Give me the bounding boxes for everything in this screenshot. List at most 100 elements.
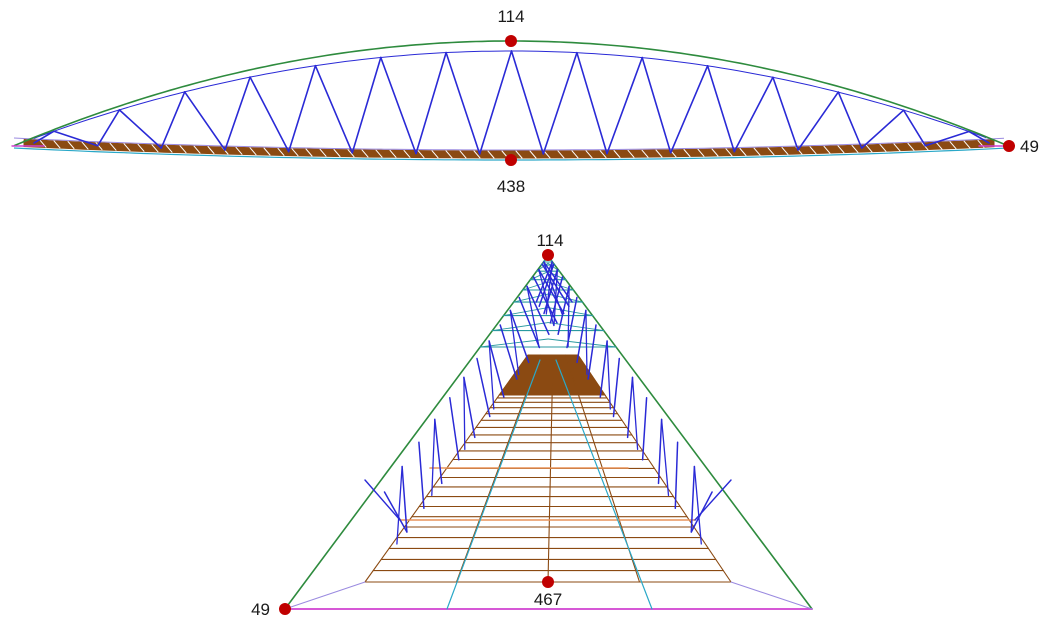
perspective-hanger [476, 357, 491, 418]
elevation-hanger [314, 64, 354, 154]
elevation-hanger [837, 91, 863, 149]
elevation-deck-stripe [249, 147, 257, 156]
perspective-hanger [674, 441, 679, 510]
elevation-deck-stripe [389, 149, 397, 158]
elevation-deck-stripe [319, 148, 327, 157]
perspective-hanger [566, 296, 578, 349]
elevation-deck-stripe [235, 146, 243, 155]
perspective-hanger [538, 268, 555, 327]
elevation-deck-stripe [697, 148, 705, 157]
elevation-hanger [160, 91, 186, 149]
perspective-hanger [364, 479, 401, 521]
elevation-hanger [96, 109, 121, 147]
elevation-deck-stripe [865, 144, 873, 153]
elevation-hanger [669, 65, 709, 154]
perspective-hanger [541, 263, 570, 308]
elevation-hanger [53, 130, 99, 147]
perspective-hanger [449, 397, 460, 461]
elevation-hanger [706, 65, 736, 153]
elevation-hanger [118, 109, 163, 149]
perspective-hanger [526, 285, 550, 336]
elevation-deck-stripe [907, 142, 915, 151]
perspective-node-labels: 114 49 467 [251, 231, 563, 619]
perspective-end-node-label: 49 [251, 600, 270, 619]
elevation-deck-stripe [67, 141, 75, 149]
perspective-hanger [418, 441, 425, 510]
elevation-hanger [772, 76, 799, 151]
elevation-deck-stripe [515, 150, 523, 159]
elevation-hanger [860, 109, 905, 149]
perspective-hanger [606, 340, 611, 410]
perspective-hanger [576, 309, 587, 364]
perspective-arch-right [547, 255, 813, 610]
elevation-hanger [902, 109, 927, 147]
perspective-hanger [543, 268, 559, 315]
perspective-hanger [557, 285, 570, 336]
perspective-hanger [641, 397, 648, 461]
elevation-deck-stripe [711, 148, 719, 157]
perspective-tie-right [555, 359, 653, 610]
elevation-deck-stripe [109, 142, 117, 151]
perspective-hanger [383, 491, 408, 533]
elevation-deck-stripe [767, 147, 775, 156]
perspective-top-node [542, 249, 554, 261]
perspective-deck-stringer [577, 354, 732, 583]
elevation-deck-stripe [123, 143, 131, 152]
elevation-deck-stripe [543, 150, 551, 159]
perspective-hanger [431, 418, 436, 497]
elevation-hanger [224, 76, 251, 151]
elevation-deck-stripe [683, 149, 691, 157]
elevation-deck-stripe [151, 144, 159, 153]
elevation-hanger [968, 130, 990, 144]
perspective-arch-left [284, 255, 549, 610]
elevation-top-node-label: 114 [497, 7, 524, 26]
elevation-deck-stripe [963, 140, 971, 149]
elevation-deck-stripe [165, 144, 173, 153]
perspective-hanger [499, 324, 518, 380]
elevation-deck-stripe [347, 149, 355, 158]
perspective-top-node-label: 114 [536, 231, 563, 250]
elevation-deck-stripe [375, 149, 383, 158]
elevation-hanger [379, 56, 417, 155]
elevation-hanger [445, 51, 481, 155]
elevation-hanger [287, 64, 317, 153]
perspective-hanger [509, 309, 530, 364]
perspective-view [284, 253, 813, 610]
perspective-hanger [463, 376, 466, 451]
elevation-deck-stripe [81, 141, 89, 150]
elevation-deck-stripe [613, 150, 621, 158]
elevation-bottom-node [505, 154, 517, 166]
elevation-hanger [415, 51, 447, 155]
elevation-hanger [183, 91, 226, 151]
perspective-lateral [284, 581, 366, 610]
elevation-deck-stripe [263, 147, 271, 156]
elevation-hanger [351, 56, 382, 154]
elevation-top-node [505, 35, 517, 47]
elevation-hanger [249, 76, 290, 153]
elevation-deck-stripe [95, 142, 103, 151]
perspective-hanger [693, 465, 702, 545]
elevation-deck-stripe [725, 148, 733, 157]
perspective-cross-brace [529, 271, 549, 281]
perspective-hanger [660, 418, 670, 497]
elevation-deck-stripe [879, 143, 887, 152]
perspective-hanger [509, 309, 520, 376]
elevation-deck-stripe [403, 149, 411, 158]
elevation-deck-stripe [333, 149, 341, 157]
elevation-deck-edge [13, 137, 1005, 151]
elevation-node-labels: 114 49 438 [497, 7, 1039, 196]
elevation-deck-stripe [809, 146, 817, 155]
elevation-deck-stripe [655, 149, 663, 158]
elevation-hanger [641, 56, 672, 154]
perspective-tie-left [446, 359, 541, 610]
elevation-deck-stripe [837, 145, 845, 154]
perspective-bottom-node-label: 467 [534, 590, 562, 609]
elevation-deck-stripe [39, 139, 47, 148]
elevation-deck-stripe [417, 150, 425, 159]
elevation-deck-stripe [431, 150, 439, 159]
elevation-deck-stripe [291, 148, 299, 157]
elevation-view [11, 40, 1010, 161]
elevation-deck-stripe [557, 150, 565, 159]
elevation-hanger [478, 50, 513, 155]
